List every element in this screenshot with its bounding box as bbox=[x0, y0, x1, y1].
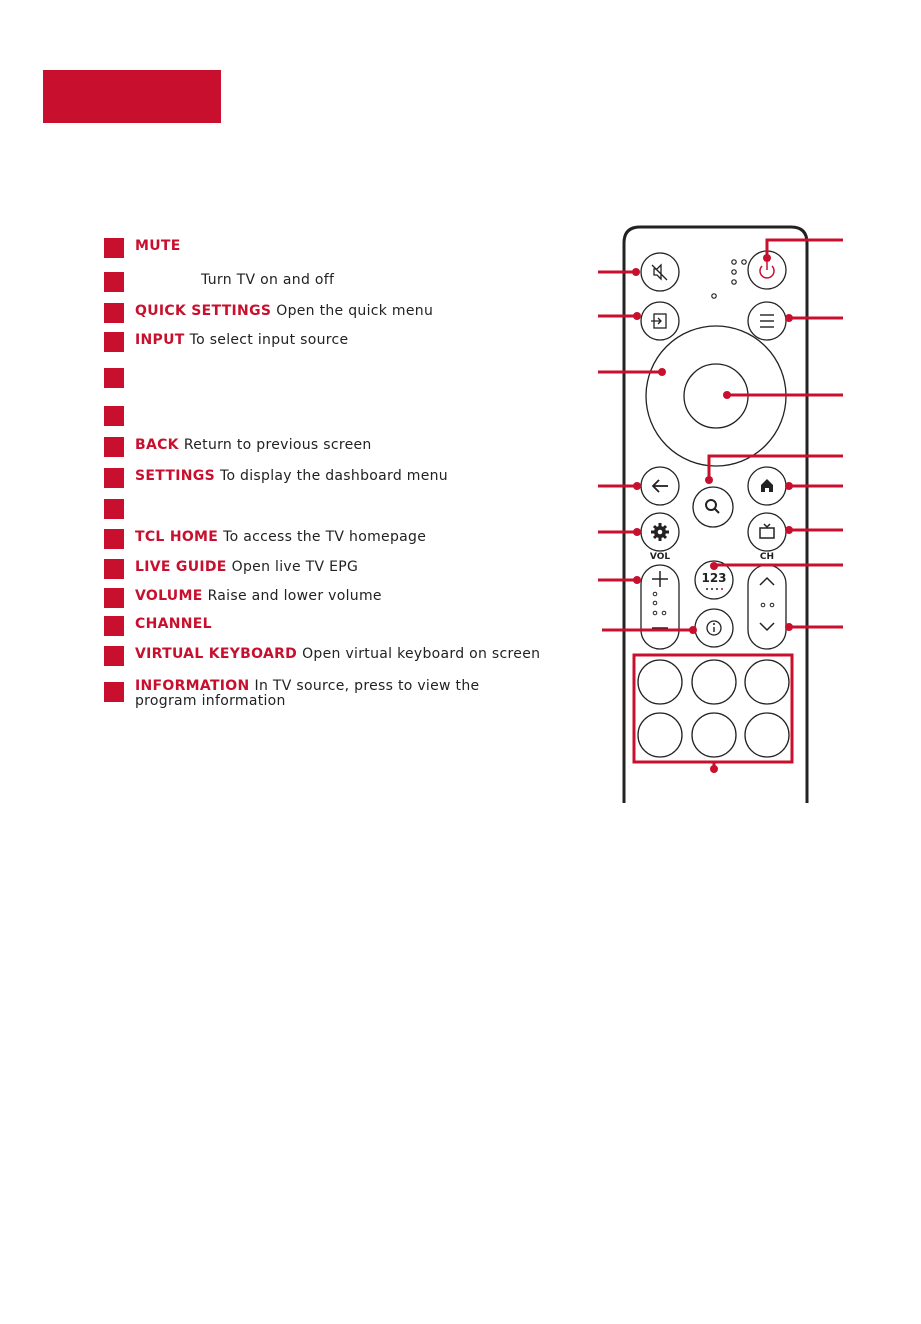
numpad-label: 123 bbox=[701, 571, 726, 585]
legend-name: MUTE bbox=[135, 238, 181, 254]
legend-name: SETTINGS bbox=[135, 468, 215, 484]
legend-marker bbox=[104, 272, 124, 292]
section-header-block bbox=[43, 70, 221, 123]
legend-name: CHANNEL bbox=[135, 616, 212, 632]
live-guide-button[interactable] bbox=[747, 512, 787, 552]
legend-marker bbox=[104, 646, 124, 666]
legend-desc: Raise and lower volume bbox=[207, 588, 382, 604]
home-icon bbox=[761, 479, 773, 492]
power-icon bbox=[759, 262, 775, 279]
input-icon bbox=[651, 313, 667, 329]
legend-desc: To select input source bbox=[189, 332, 349, 348]
legend-desc: In TV source, press to view the bbox=[254, 678, 480, 694]
app-shortcut-button[interactable] bbox=[637, 659, 683, 705]
volume-rocker[interactable] bbox=[640, 564, 680, 650]
ch-label: CH bbox=[760, 552, 774, 562]
legend-name: LIVE GUIDE bbox=[135, 559, 227, 575]
plus-icon bbox=[652, 571, 668, 587]
search-icon bbox=[705, 499, 720, 514]
callout-lines bbox=[598, 238, 843, 769]
settings-button[interactable] bbox=[640, 512, 680, 552]
live-tv-icon bbox=[759, 523, 775, 539]
legend-marker bbox=[104, 303, 124, 323]
input-button[interactable] bbox=[640, 301, 680, 341]
legend-marker bbox=[104, 616, 124, 636]
channel-rocker[interactable] bbox=[747, 564, 787, 650]
home-button[interactable] bbox=[747, 466, 787, 506]
legend-marker bbox=[104, 588, 124, 608]
legend-marker bbox=[104, 238, 124, 258]
menu-icon bbox=[760, 314, 774, 328]
legend-name: VOLUME bbox=[135, 588, 203, 604]
legend-marker bbox=[104, 529, 124, 549]
callout-dots bbox=[632, 254, 793, 773]
mute-icon bbox=[651, 263, 668, 281]
legend-marker bbox=[104, 437, 124, 457]
search-button[interactable] bbox=[692, 486, 734, 528]
mute-button[interactable] bbox=[640, 252, 680, 292]
app-shortcut-button[interactable] bbox=[691, 659, 737, 705]
info-button[interactable] bbox=[694, 608, 734, 648]
legend-name: BACK bbox=[135, 437, 179, 453]
legend-marker bbox=[104, 559, 124, 579]
legend-marker bbox=[104, 468, 124, 488]
legend-name: INFORMATION bbox=[135, 678, 250, 694]
legend-desc: To display the dashboard menu bbox=[219, 468, 448, 484]
app-shortcut-button[interactable] bbox=[637, 712, 683, 758]
led-dots bbox=[711, 259, 747, 299]
legend-marker bbox=[104, 406, 124, 426]
legend-desc: Open live TV EPG bbox=[231, 559, 359, 575]
app-shortcut-button[interactable] bbox=[744, 659, 790, 705]
info-icon bbox=[706, 620, 722, 636]
remote-body bbox=[622, 225, 809, 803]
legend-desc-line2: program information bbox=[135, 693, 286, 709]
back-icon bbox=[651, 479, 668, 493]
app-shortcut-grid bbox=[637, 659, 790, 758]
legend-name: VIRTUAL KEYBOARD bbox=[135, 646, 298, 662]
legend-desc: Return to previous screen bbox=[183, 437, 372, 453]
legend-marker bbox=[104, 332, 124, 352]
legend-marker bbox=[104, 368, 124, 388]
legend-name: TCL HOME bbox=[135, 529, 219, 545]
chevron-down-icon bbox=[759, 622, 775, 632]
legend-desc: To access the TV homepage bbox=[223, 529, 427, 545]
legend-desc: Turn TV on and off bbox=[201, 272, 335, 288]
legend-desc: Open virtual keyboard on screen bbox=[302, 646, 541, 662]
back-button[interactable] bbox=[640, 466, 680, 506]
legend-desc: Open the quick menu bbox=[276, 303, 434, 319]
legend-name: INPUT bbox=[135, 332, 185, 348]
legend-marker bbox=[104, 682, 124, 702]
quick-settings-button[interactable] bbox=[747, 301, 787, 341]
app-shortcut-button[interactable] bbox=[744, 712, 790, 758]
numpad-button[interactable]: 123 bbox=[694, 560, 734, 600]
legend-marker bbox=[104, 499, 124, 519]
legend-name: QUICK SETTINGS bbox=[135, 303, 272, 319]
vol-label: VOL bbox=[650, 552, 670, 562]
settings-icon bbox=[651, 523, 669, 541]
app-shortcut-button[interactable] bbox=[691, 712, 737, 758]
chevron-up-icon bbox=[759, 576, 775, 586]
